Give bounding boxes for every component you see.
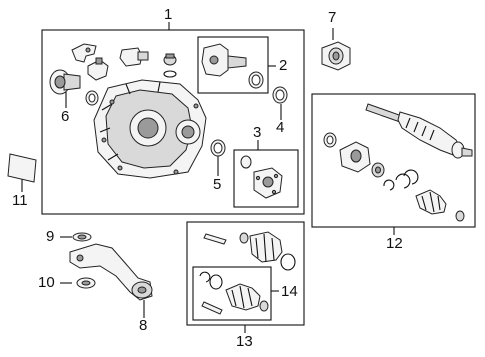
callout-9: 9 xyxy=(46,228,55,245)
sensor-part xyxy=(87,57,109,81)
flange-seal-ring xyxy=(248,71,264,89)
inner-joint-housing xyxy=(339,141,371,173)
mounting-bracket-part xyxy=(71,43,97,63)
callout-12: 12 xyxy=(386,235,403,252)
rear-mount-bracket-8 xyxy=(69,243,153,301)
mount-bushing-7 xyxy=(321,41,351,71)
frame-1-differential-assembly xyxy=(41,29,305,215)
callout-3: 3 xyxy=(253,124,262,141)
callout-13: 13 xyxy=(236,333,253,350)
frame-2-companion-flange xyxy=(197,36,269,94)
gasket-part xyxy=(163,70,177,78)
callout-14: 14 xyxy=(281,283,298,300)
outer-boot-13 xyxy=(249,231,283,263)
snap-ring-14 xyxy=(199,271,211,283)
boot-band-13 xyxy=(280,253,296,271)
snap-ring-12 xyxy=(383,169,419,191)
input-seal-ring xyxy=(85,90,99,106)
outer-boot-12 xyxy=(415,189,465,222)
label-plate-11 xyxy=(7,153,37,183)
drive-shaft-assembly-12 xyxy=(365,103,473,159)
frame-14-inner-boot xyxy=(192,266,272,321)
differential-carrier-housing xyxy=(93,79,207,179)
callout-1: 1 xyxy=(164,6,173,23)
oil-seal-4 xyxy=(272,86,288,104)
actuator-part xyxy=(119,47,149,67)
washer-9 xyxy=(72,232,92,242)
boot-clamp-13 xyxy=(203,233,227,245)
frame-3-side-flange xyxy=(233,149,299,208)
drive-shaft-seal-ring xyxy=(323,132,337,148)
callout-10: 10 xyxy=(38,274,55,291)
nut-10 xyxy=(76,277,96,289)
companion-flange-part xyxy=(201,43,247,77)
callout-8: 8 xyxy=(139,317,148,334)
boot-bolt-13 xyxy=(239,232,249,244)
inner-boot-14 xyxy=(225,283,261,311)
callout-2: 2 xyxy=(279,57,288,74)
band-clamp-14 xyxy=(209,274,223,290)
drain-plug-part xyxy=(163,53,177,66)
boot-bolt-14 xyxy=(259,300,269,312)
side-flange-part xyxy=(240,155,283,199)
callout-7: 7 xyxy=(328,9,337,26)
callout-6: 6 xyxy=(61,108,70,125)
oil-seal-5 xyxy=(210,139,226,157)
input-shaft-part xyxy=(49,69,81,95)
clamp-strip-14 xyxy=(201,301,223,315)
callout-5: 5 xyxy=(213,176,222,193)
tripod-joint xyxy=(371,162,385,178)
callout-11: 11 xyxy=(12,192,28,209)
callout-4: 4 xyxy=(276,119,285,136)
